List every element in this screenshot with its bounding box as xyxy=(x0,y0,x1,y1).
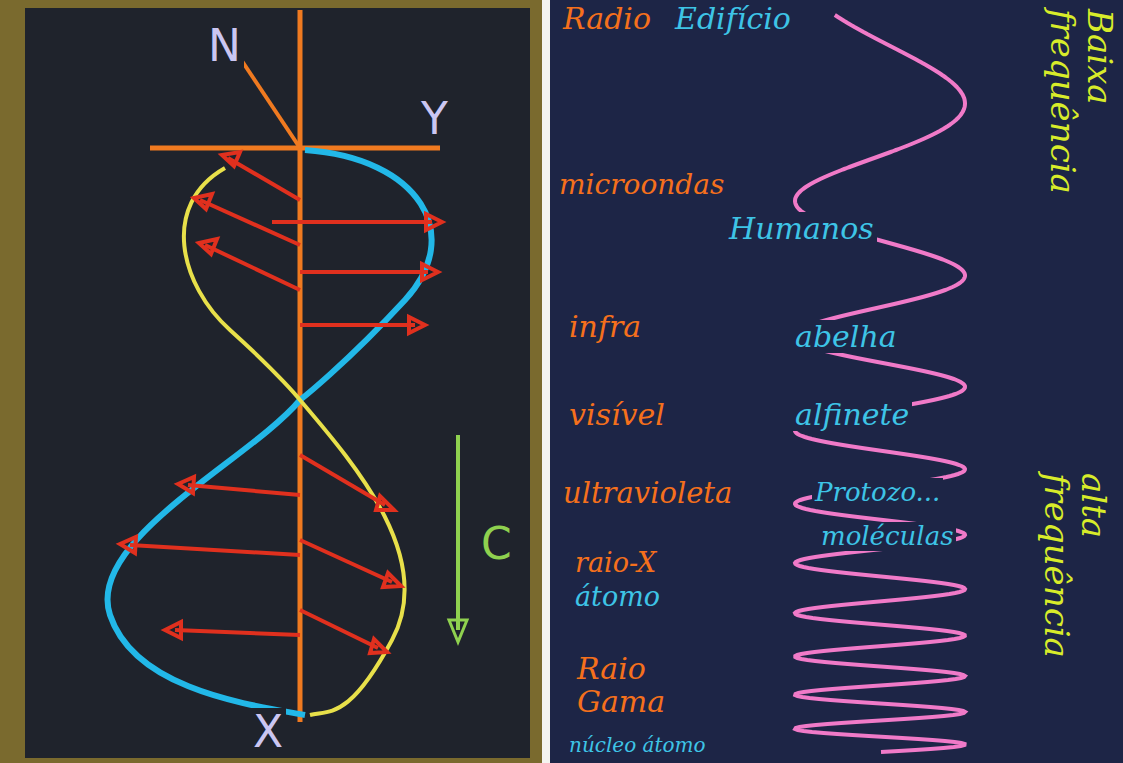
frequency-note: alta frequência xyxy=(1037,470,1112,661)
spectrum-wave xyxy=(795,15,965,752)
photo-frame xyxy=(0,0,542,763)
band-name: ultravioleta xyxy=(560,478,735,510)
band-name: raio-X xyxy=(572,548,659,578)
axis-label: N xyxy=(205,22,244,70)
propagation-arrow xyxy=(456,435,460,630)
field-vectors xyxy=(120,152,442,653)
scale-example: abelha xyxy=(792,320,900,353)
band-name: Radio xyxy=(560,2,654,35)
band-name: microondas xyxy=(556,170,727,201)
frequency-note: Baixa frequência xyxy=(1043,6,1118,197)
axis-label: C xyxy=(478,520,515,568)
band-name: visível xyxy=(566,398,668,431)
axis-line xyxy=(238,55,300,148)
axis-line xyxy=(298,10,303,722)
band-name: infra xyxy=(566,310,644,343)
scale-example: Protozo... xyxy=(812,478,943,507)
axis-line xyxy=(150,146,440,151)
axis-label: Y xyxy=(418,95,451,143)
band-name: Raio Gama xyxy=(574,652,668,718)
paper xyxy=(550,0,1123,763)
scale-example: Edifício xyxy=(672,2,794,35)
scale-example: moléculas xyxy=(818,522,956,551)
scale-example: átomo xyxy=(572,582,663,612)
arrowhead xyxy=(449,620,467,642)
paper xyxy=(25,8,530,758)
scale-example: alfinete xyxy=(792,398,912,431)
scale-example: núcleo átomo xyxy=(566,734,709,756)
scale-example: Humanos xyxy=(726,212,877,245)
magnetic-wave xyxy=(107,150,431,715)
axis-label: X xyxy=(250,708,286,756)
